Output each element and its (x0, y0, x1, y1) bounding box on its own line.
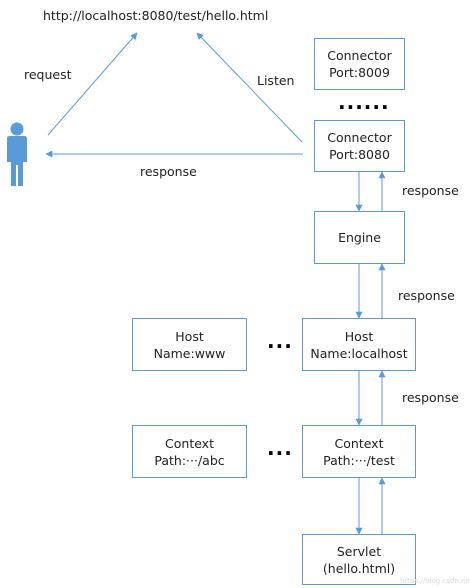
context-abc: Context Path:···/abc (132, 425, 247, 478)
connector-ellipsis: ...... (338, 90, 390, 114)
watermark: https://blog.csdn.net/... (400, 577, 470, 585)
node-title: Context (334, 435, 384, 451)
request-label: request (24, 67, 72, 82)
engine: Engine (314, 211, 405, 264)
response-label-host: response (398, 288, 455, 303)
host-www: Host Name:www (132, 318, 247, 371)
response-label-engine: response (402, 183, 459, 198)
node-title: Engine (338, 230, 381, 245)
request-arrow (47, 32, 138, 136)
connector-port-8009: Connector Port:8009 (314, 38, 405, 90)
node-subtitle: (hello.html) (322, 560, 396, 576)
node-title: Context (165, 435, 214, 451)
response-label-context: response (402, 390, 459, 405)
node-subtitle: Name:localhost (310, 345, 408, 361)
node-subtitle: Path:···/test (323, 452, 395, 468)
user-icon (7, 122, 27, 186)
node-title: Servlet (336, 543, 382, 559)
host-localhost: Host Name:localhost (302, 318, 416, 371)
connector-port-8080: Connector Port:8080 (314, 120, 405, 172)
node-subtitle: Name:www (153, 345, 226, 361)
node-title: Host (344, 328, 374, 344)
context-test: Context Path:···/test (302, 425, 416, 478)
context-ellipsis: ... (267, 436, 293, 460)
servlet-hello: Servlet (hello.html) (302, 534, 416, 585)
response-label-user: response (140, 164, 197, 179)
listen-arrow (196, 32, 303, 143)
node-title: Connector (327, 48, 392, 63)
request-url: http://localhost:8080/test/hello.html (43, 8, 269, 23)
listen-label: Listen (257, 73, 295, 88)
node-title: Connector (327, 130, 392, 145)
node-title: Host (175, 328, 204, 344)
node-subtitle: Port:8009 (329, 65, 390, 80)
host-ellipsis: ... (267, 329, 293, 353)
node-subtitle: Port:8080 (329, 147, 390, 162)
node-subtitle: Path:···/abc (154, 452, 225, 468)
